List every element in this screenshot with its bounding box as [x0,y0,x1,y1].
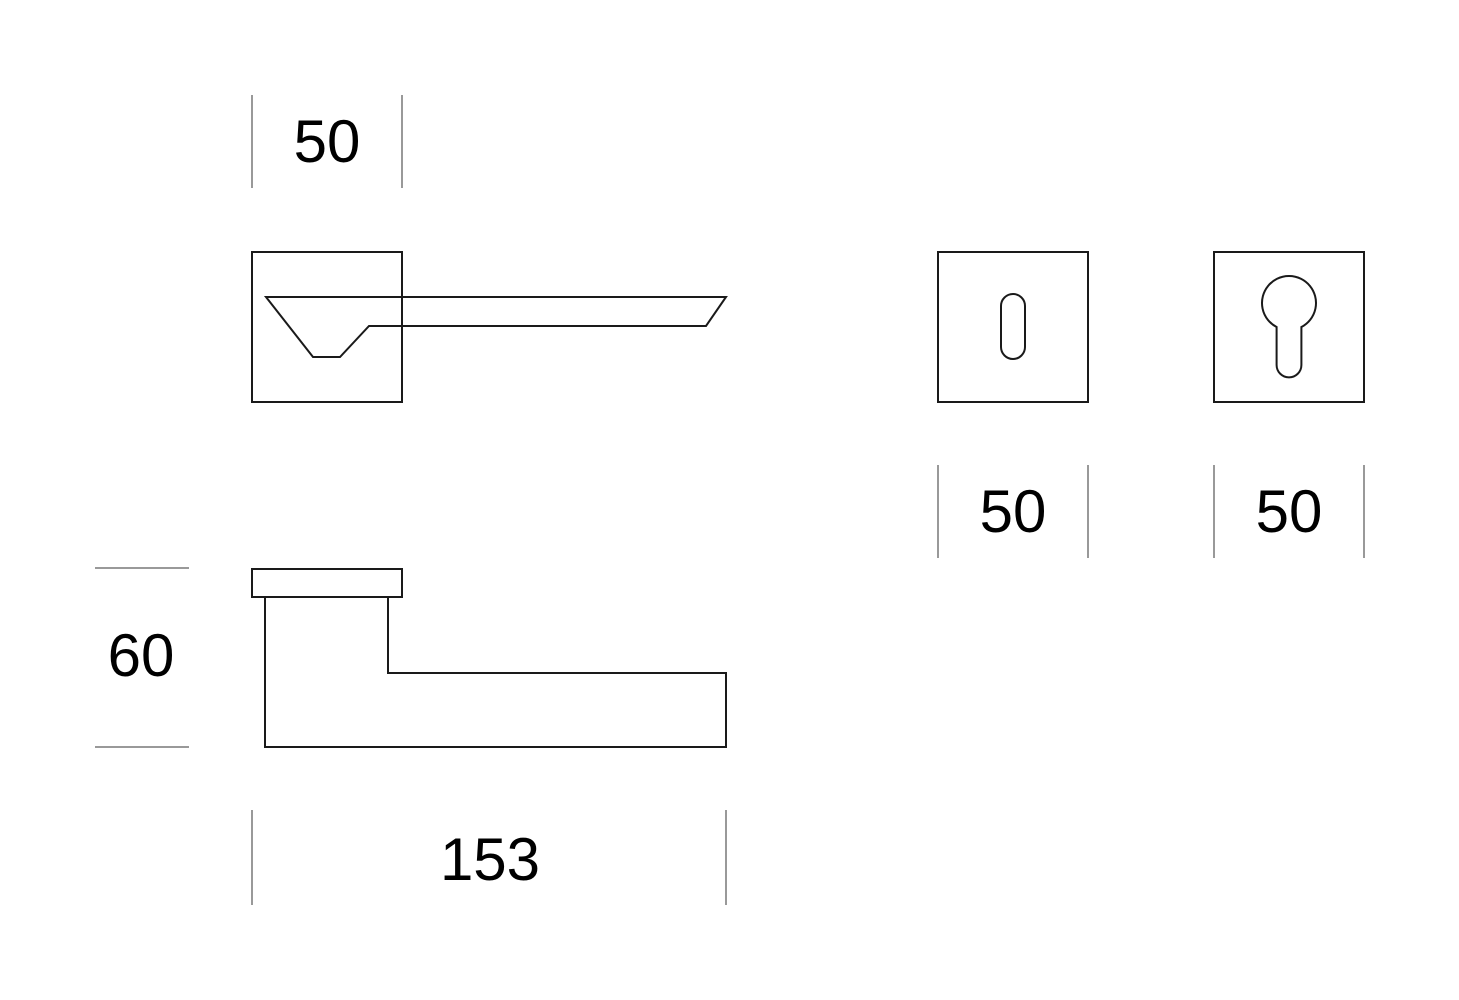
keyhole-slot [1000,293,1026,360]
key-escutcheon-width-label: 50 [980,478,1047,545]
cylinder-escutcheon-width-label: 50 [1256,478,1323,545]
cylinder-escutcheon-square [1213,251,1365,403]
rose-width-label: 50 [294,108,361,175]
handle-lever-profile [264,597,727,748]
dimension-handle-length: 153 [251,810,727,905]
dimension-handle-height: 60 [95,567,189,748]
key-escutcheon [937,251,1089,403]
handle-length-label: 153 [440,826,540,893]
handle-front-view [251,251,728,403]
dimension-key-escutcheon-width: 50 [937,465,1089,558]
dimension-cylinder-escutcheon-width: 50 [1213,465,1365,558]
dimension-rose-width: 50 [251,95,403,188]
cylinder-escutcheon [1213,251,1365,403]
handle-rose-profile [251,568,403,598]
handle-height-label: 60 [108,622,175,689]
key-escutcheon-square [937,251,1089,403]
handle-lever-front [263,296,728,358]
handle-side-view [251,568,727,748]
cylinder-keyhole [1261,275,1317,379]
